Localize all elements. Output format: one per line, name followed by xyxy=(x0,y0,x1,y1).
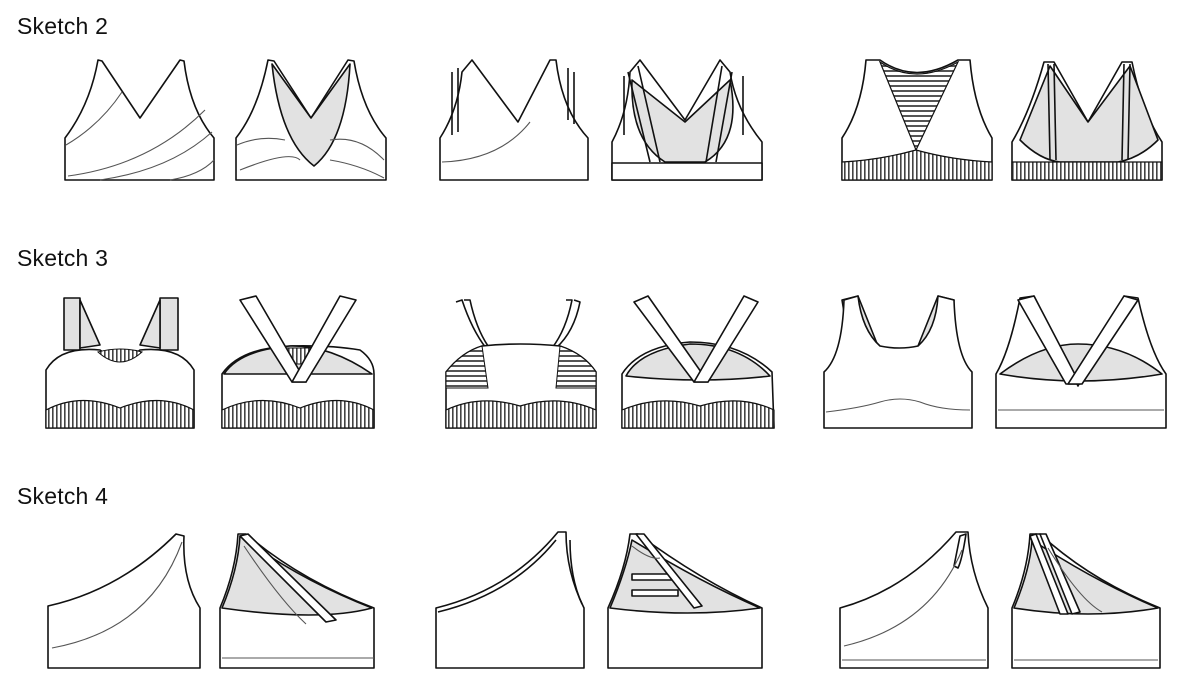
sketch2-view-b-front xyxy=(439,59,589,181)
sketch-3-label: Sketch 3 xyxy=(17,245,109,271)
sketch4-view-a-front xyxy=(47,533,201,669)
sketch3-view-b-back xyxy=(621,295,775,429)
sketch-4-label: Sketch 4 xyxy=(17,483,109,509)
sketch2-view-c-back xyxy=(1011,61,1163,181)
sketch3-view-c-front xyxy=(823,295,973,429)
sketch-2-label: Sketch 2 xyxy=(17,13,109,39)
sketch3-view-c-back xyxy=(995,295,1167,429)
sketch3-view-a-back xyxy=(221,295,375,429)
sketch4-view-b-front xyxy=(435,531,585,669)
sketch4-view-c-back xyxy=(1011,533,1161,669)
sketch2-view-a-front xyxy=(64,59,215,181)
sketch4-view-a-back xyxy=(219,533,375,669)
sketch4-view-c-front xyxy=(839,531,989,669)
sketch2-view-a-back xyxy=(235,59,387,181)
sketch2-view-b-back xyxy=(611,59,763,181)
sketch3-view-b-front xyxy=(445,299,597,429)
sketch4-view-b-back xyxy=(607,533,763,669)
sketch2-view-c-front xyxy=(841,59,993,181)
sketch3-view-a-front xyxy=(45,297,195,429)
